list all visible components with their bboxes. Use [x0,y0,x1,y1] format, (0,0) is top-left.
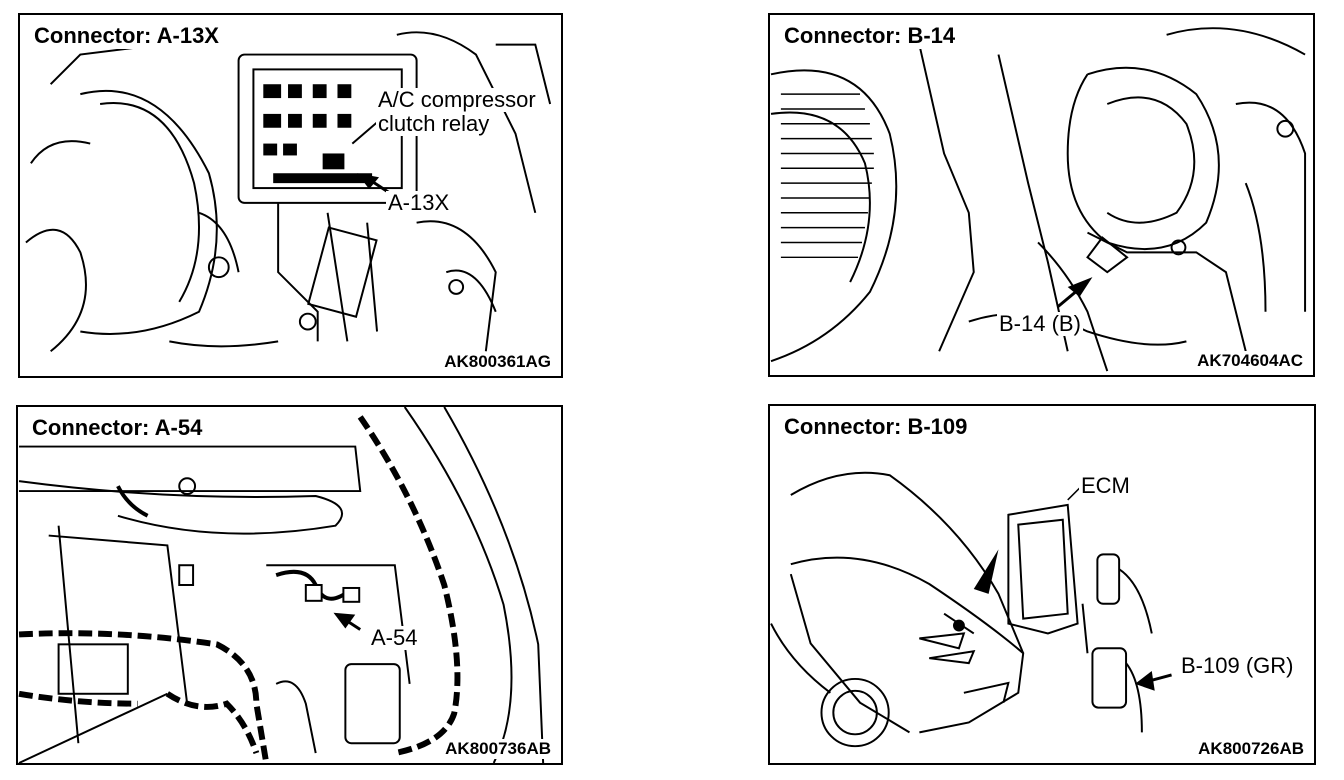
engine-component-illustration [770,27,1307,372]
panel-title: Connector: B-109 [782,414,970,440]
figure-panel-a13x: Connector: A-13X A/C compressor clutch r… [18,13,563,378]
callout-label-connector: B-109 (GR) [1179,653,1296,678]
callout-label-connector: B-14 (B) [997,311,1083,336]
figure-code: AK800361AG [442,352,553,372]
figure-panel-b109: Connector: B-109 ECM B-109 (GR) AK800726… [768,404,1316,765]
figure-panel-a54: Connector: A-54 A-54 AK800736AB [16,405,563,765]
figure-code: AK704604AC [1195,351,1305,371]
callout-label-relay: A/C compressor [376,87,538,112]
engine-bay-illustration [25,31,552,353]
figure-panel-b14: Connector: B-14 B-14 (B) AK704604AC [768,13,1315,377]
callout-label-ecm: ECM [1079,473,1132,498]
panel-title: Connector: A-54 [30,415,205,441]
callout-label-connector: A-13X [386,190,452,215]
callout-label-connector: A-54 [369,625,420,650]
vehicle-ecm-illustration [770,471,1172,748]
figure-code: AK800736AB [443,739,553,759]
harness-illustration [18,407,545,763]
figure-code: AK800726AB [1196,739,1306,759]
panel-title: Connector: B-14 [782,23,958,49]
panel-title: Connector: A-13X [32,23,221,49]
callout-label-relay-line2: clutch relay [376,111,492,136]
